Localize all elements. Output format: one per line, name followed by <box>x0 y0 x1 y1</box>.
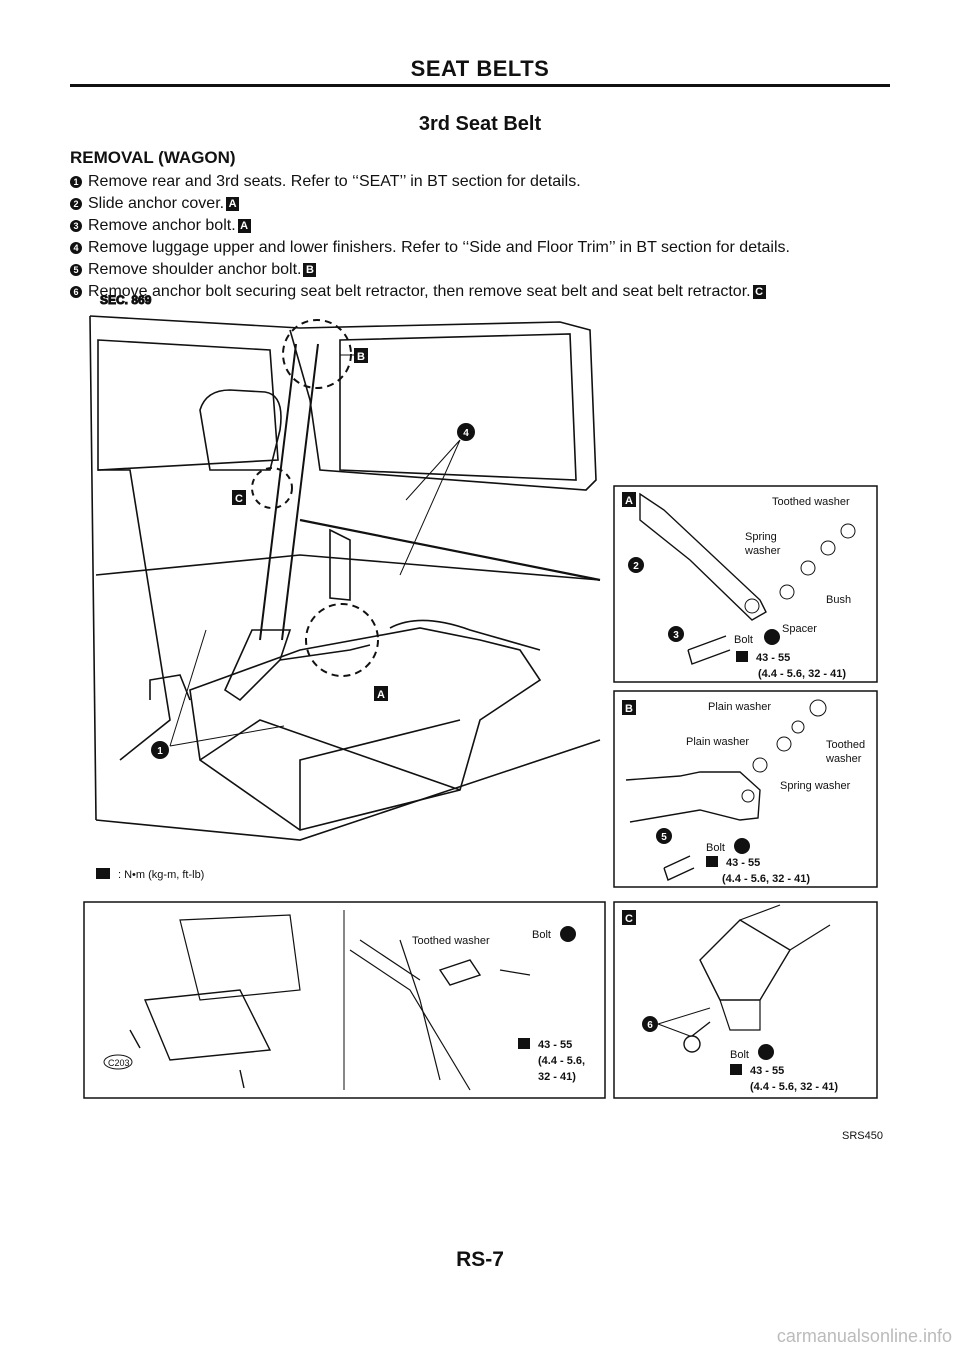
step-number: 6 <box>70 286 82 298</box>
flag-icon: C <box>752 285 766 299</box>
procedure-subtitle: REMOVAL (WAGON) <box>70 148 236 167</box>
label-c203: C203 <box>108 1058 130 1068</box>
label-plain-washer: Plain washer <box>708 701 771 713</box>
flag-b-callout: B <box>357 351 365 363</box>
flag-icon: B <box>303 263 317 277</box>
callout-6: 6 <box>647 1020 653 1031</box>
callout-1: 1 <box>157 746 163 757</box>
label-toothed-washer: Toothed washer <box>412 935 490 947</box>
panel-b-flag: B <box>625 703 633 715</box>
section-number: SEC. 869 <box>100 293 152 307</box>
label-toothed-washer: Toothed washer <box>772 496 850 508</box>
step-6: 6 Remove anchor bolt securing seat belt r… <box>70 281 900 303</box>
label-spacer: Spacer <box>782 623 817 635</box>
callout-2: 2 <box>633 561 639 572</box>
panel-c-flag: C <box>625 913 633 925</box>
page-title: 3rd Seat Belt <box>418 113 542 135</box>
step-text: Remove luggage upper and lower finishers… <box>88 239 790 256</box>
step-text: Slide anchor cover. <box>88 195 225 212</box>
step-text: Remove rear and 3rd seats. Refer to ‘‘SE… <box>88 173 581 190</box>
flag-icon: A <box>226 197 240 211</box>
step-3: 3 Remove anchor bolt.A <box>70 215 900 237</box>
panel-a-flag: A <box>625 495 633 507</box>
torque-range: (4.4 - 5.6, 32 - 41) <box>750 1081 838 1093</box>
torque-value: 43 - 55 <box>726 857 760 869</box>
label-plain-washer: Plain washer <box>686 736 749 748</box>
step-number: 2 <box>70 198 82 210</box>
torque-range: (4.4 - 5.6, 32 - 41) <box>758 668 846 680</box>
detail-panel-b: B Plain washer Plain washer Toothed wash… <box>613 690 878 888</box>
label-bolt: Bolt <box>734 634 753 646</box>
figure-code: SRS450 <box>842 1130 883 1142</box>
detail-panel-a: A Toothed washer Spring washer Bush Spac… <box>613 485 878 683</box>
vehicle-interior-illustration <box>89 315 601 841</box>
label-bush: Bush <box>826 594 851 606</box>
flag-icon: A <box>237 219 251 233</box>
detail-panel-anchor-cover: C203 Toothed washer Bolt 43 - 55 (4.4 - … <box>83 901 606 1099</box>
torque-legend-text: : N•m (kg-m, ft-lb) <box>118 869 204 881</box>
torque-value: 43 - 55 <box>750 1065 784 1077</box>
step-text: Remove anchor bolt. <box>88 217 236 234</box>
page-number: RS-7 <box>456 1248 504 1271</box>
callout-3: 3 <box>673 630 679 641</box>
header-rule <box>70 84 890 87</box>
detail-panel-c: C Bolt 43 - 55 (4.4 - 5.6, 32 - 41) 6 <box>613 901 878 1099</box>
step-4: 4 Remove luggage upper and lower finisher… <box>70 237 900 259</box>
torque-legend: : N•m (kg-m, ft-lb) <box>96 868 204 881</box>
flag-c-callout: C <box>235 493 243 505</box>
step-text: Remove shoulder anchor bolt. <box>88 261 302 278</box>
callout-5: 5 <box>661 832 667 843</box>
flag-a-callout: A <box>377 689 385 701</box>
label-bolt: Bolt <box>706 842 725 854</box>
step-text: Remove anchor bolt securing seat belt re… <box>88 283 751 300</box>
section-header: SEAT BELTS <box>410 56 550 81</box>
step-number: 1 <box>70 176 82 188</box>
torque-value: 43 - 55 <box>756 652 790 664</box>
label-toothed: Toothed <box>826 739 865 751</box>
label-bolt: Bolt <box>730 1049 749 1061</box>
step-number: 5 <box>70 264 82 276</box>
callout-4: 4 <box>463 428 469 439</box>
removal-steps: 1 Remove rear and 3rd seats. Refer to ‘‘S… <box>70 171 900 303</box>
step-5: 5 Remove shoulder anchor bolt.B <box>70 259 900 281</box>
step-number: 3 <box>70 220 82 232</box>
label-spring: Spring <box>745 531 777 543</box>
torque-value: 43 - 55 <box>538 1039 572 1051</box>
detail-circle-a <box>305 603 379 677</box>
label-washer: washer <box>744 545 781 557</box>
detail-circle-c <box>251 467 293 509</box>
detail-circle-b <box>282 319 352 389</box>
watermark: carmanualsonline.info <box>776 1326 952 1346</box>
torque-range: (4.4 - 5.6, <box>538 1055 585 1067</box>
label-bolt: Bolt <box>532 929 551 941</box>
label-spring-washer: Spring washer <box>780 780 851 792</box>
step-1: 1 Remove rear and 3rd seats. Refer to ‘‘S… <box>70 171 900 193</box>
label-washer: washer <box>825 753 862 765</box>
step-2: 2 Slide anchor cover.A <box>70 193 900 215</box>
torque-range-2: 32 - 41) <box>538 1071 576 1083</box>
torque-range: (4.4 - 5.6, 32 - 41) <box>722 873 810 885</box>
step-number: 4 <box>70 242 82 254</box>
